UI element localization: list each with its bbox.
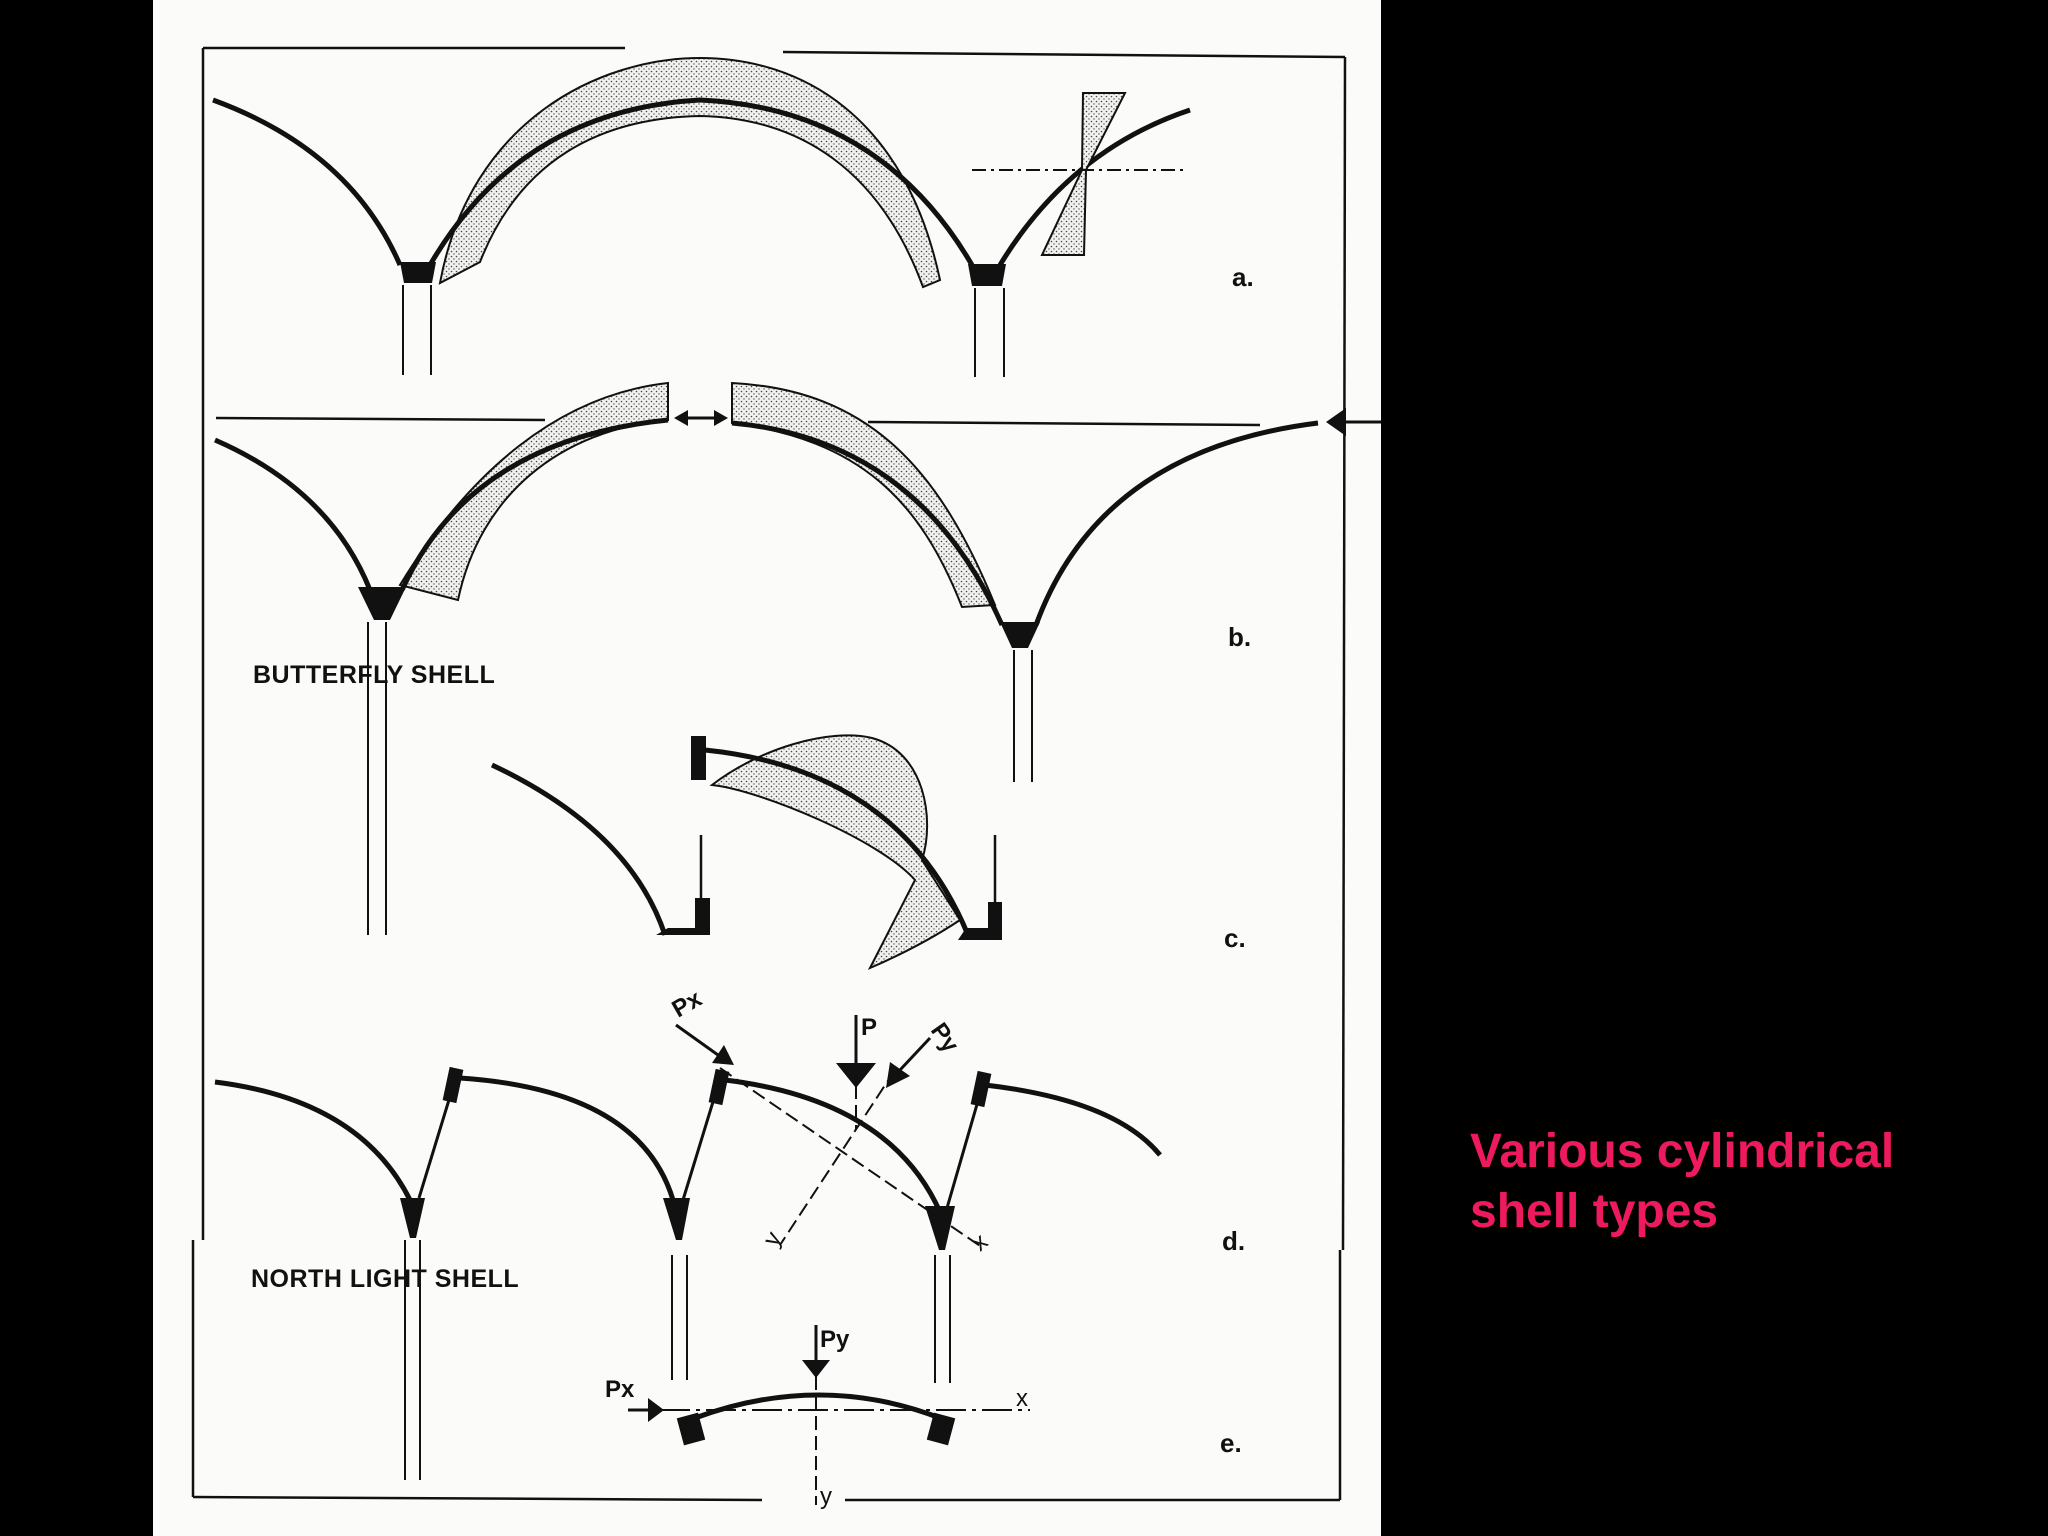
panel-c-valley-beam-left bbox=[656, 898, 710, 935]
panel-d-glazing-struts bbox=[417, 1089, 982, 1209]
panel-e-force-py-label: Py bbox=[820, 1326, 850, 1353]
panel-d-force-arrows bbox=[675, 1015, 932, 1088]
panel-d-shell-arcs bbox=[214, 1075, 1162, 1214]
panel-b-gap-arrow bbox=[674, 410, 728, 426]
frame-lines bbox=[191, 46, 1347, 1502]
panel-d-axis-x-label: x bbox=[967, 1228, 994, 1256]
panel-d-axis-y-label: y bbox=[758, 1227, 787, 1251]
panel-c-moment-diagram bbox=[709, 734, 962, 971]
panel-c-shell-arc-right bbox=[704, 747, 971, 936]
panel-c-top-beam bbox=[691, 736, 706, 780]
north-light-shell-label: NORTH LIGHT SHELL bbox=[251, 1265, 519, 1293]
panel-d-force-axes bbox=[719, 1067, 984, 1249]
panel-e-letter: e. bbox=[1220, 1428, 1242, 1458]
panel-d-beams bbox=[400, 1066, 992, 1250]
panel-e-beam-right bbox=[926, 1412, 956, 1446]
panel-b-shell-arc bbox=[214, 417, 1319, 627]
panel-d-force-p-label: P bbox=[861, 1014, 877, 1041]
caption-line-2: shell types bbox=[1470, 1185, 1719, 1238]
panel-b-valley-beam-left bbox=[358, 587, 406, 620]
panel-b-moment-diagram-left bbox=[398, 381, 669, 602]
panel-e-force-px-label: Px bbox=[605, 1376, 635, 1403]
caption-line-1: Various cylindrical bbox=[1470, 1125, 1895, 1178]
panel-b-columns bbox=[367, 622, 1033, 935]
panel-e-beam-left bbox=[676, 1412, 706, 1446]
panel-b-letter: b. bbox=[1228, 622, 1251, 652]
panel-c: c. bbox=[490, 734, 1246, 971]
panel-e-force-arrows bbox=[628, 1325, 830, 1422]
panel-c-shell-arc-left bbox=[490, 762, 668, 936]
butterfly-shell-label: BUTTERFLY SHELL bbox=[253, 661, 495, 689]
panel-c-letter: c. bbox=[1224, 923, 1246, 953]
slide-caption: Various cylindrical shell types bbox=[1470, 1122, 2010, 1242]
panel-d-force-py-label: Py bbox=[925, 1018, 964, 1058]
panel-a-columns bbox=[402, 285, 1005, 377]
panel-a-shell-arc bbox=[212, 97, 1191, 267]
panel-e: Px Py x y e. bbox=[605, 1325, 1242, 1510]
panel-a: a. bbox=[212, 56, 1254, 377]
panel-a-edge-beam-right bbox=[968, 264, 1006, 286]
panel-b: BUTTERFLY SHELL b. bbox=[214, 381, 1381, 935]
panel-d-letter: d. bbox=[1222, 1226, 1245, 1256]
panel-b-support-arrow bbox=[1326, 408, 1346, 436]
panel-a-moment-diagram bbox=[438, 56, 942, 289]
panel-e-axis-y-label: y bbox=[820, 1483, 832, 1510]
panel-a-letter: a. bbox=[1232, 262, 1254, 292]
panel-b-moment-diagram-right bbox=[731, 381, 997, 609]
panel-c-valley-beam-right bbox=[958, 902, 1002, 940]
panel-e-axis-x-label: x bbox=[1016, 1385, 1028, 1412]
panel-a-end-stress-diagram bbox=[1040, 92, 1127, 256]
panel-d: Px P Py x y NORTH LIGHT SHELL d. bbox=[214, 985, 1245, 1480]
panel-d-columns bbox=[404, 1240, 951, 1480]
panel-e-shell-arc bbox=[694, 1392, 941, 1421]
panel-a-edge-beam-left bbox=[400, 262, 436, 283]
panel-b-valley-beam-right bbox=[1000, 622, 1040, 648]
panel-d-force-px-label: Px bbox=[668, 985, 707, 1023]
